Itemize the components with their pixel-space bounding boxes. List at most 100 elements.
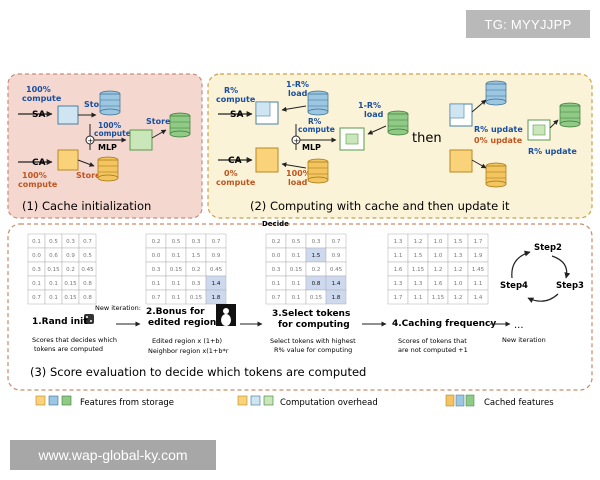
step2-desc2: Neighbor region x(1+b*r — [148, 347, 229, 355]
grid-cell-value: 0.2 — [192, 267, 201, 273]
grid-cell-value: 1.2 — [434, 267, 443, 273]
svg-text:compute: compute — [94, 129, 131, 138]
grid-cell-value: 0.3 — [312, 239, 321, 245]
grid-cell-value: 0.9 — [332, 253, 341, 259]
grid-cell-value: 1.5 — [454, 239, 463, 245]
p1-compute-top: 100% — [26, 85, 51, 94]
grid-cell-value: 0.5 — [292, 239, 301, 245]
p2-ca-block — [255, 147, 279, 173]
p2-zero-compute: 0% — [224, 169, 238, 178]
grid-cell-value: 0.3 — [272, 267, 281, 273]
grid-cell-value: 1.2 — [414, 239, 423, 245]
p2-mlp-label: MLP — [302, 143, 321, 152]
p2-load-1r-right: 1-R% — [358, 101, 381, 110]
p2-sa-label: SA — [230, 110, 243, 120]
grid-cell-value: 1.0 — [454, 281, 463, 287]
grid-cell-value: 1.7 — [474, 239, 483, 245]
grid-cell-value: 1.4 — [332, 281, 341, 287]
grid-cell-value: 0.9 — [212, 253, 221, 259]
grid-cell-value: 1.2 — [454, 267, 463, 273]
grid-cell-value: 1.6 — [394, 267, 403, 273]
grid-cell-value: 0.15 — [47, 267, 60, 273]
p2-r-compute: R% — [224, 86, 238, 95]
edit-image-icon — [216, 304, 236, 326]
p1-compute-bottom: 100% — [22, 171, 47, 180]
step1-title: 1.Rand init — [32, 317, 88, 327]
grid-cell-value: 0.1 — [172, 295, 181, 301]
p2-cache-green-icon — [387, 110, 409, 136]
step1-desc-line2: tokens are computed — [34, 345, 103, 353]
svg-text:load: load — [364, 110, 384, 119]
grid-cell-value: 0.5 — [172, 239, 181, 245]
step-cycle-diagram: Step2 Step3 Step4 — [500, 243, 584, 304]
grid-cell-value: 1.15 — [432, 295, 445, 301]
grid-cell-value: 0.5 — [83, 253, 92, 259]
step4-desc-line2: are not computed +1 — [398, 346, 468, 354]
grid-cell-value: 0.3 — [32, 267, 41, 273]
grid-cell-value: 0.15 — [64, 295, 77, 301]
grid-cell-value: 0.45 — [81, 267, 94, 273]
p2-ca-block-update — [449, 149, 473, 173]
grid-cell-value: 1.2 — [454, 295, 463, 301]
grid-cell-value: 0.7 — [272, 295, 281, 301]
grid-cell-value: 0.6 — [49, 253, 58, 259]
grid-cell-value: 0.3 — [192, 239, 201, 245]
p1-store-bottom: Store — [76, 171, 101, 180]
p1-mlp-compute: 100% — [98, 121, 122, 130]
grid-cell-value: 0.0 — [272, 253, 281, 259]
p1-ca-block — [57, 149, 79, 171]
p1-ca-label: CA — [32, 158, 46, 168]
new-iteration: New iteration — [502, 336, 546, 344]
grid-cell-value: 1.1 — [474, 281, 483, 287]
p1-cache-yellow-icon — [97, 156, 119, 182]
grid-cell-value: 0.15 — [310, 295, 323, 301]
grid-cell-value: 1.8 — [212, 295, 221, 301]
step4-desc-line1: Scores of tokens that — [398, 337, 467, 345]
p2-load-r: R% — [308, 117, 322, 126]
cycle-step2: Step2 — [534, 243, 562, 253]
grid-cell-value: 0.1 — [292, 253, 301, 259]
step3-desc-line1: Select tokens with highest — [270, 337, 356, 345]
grid-cell-value: 1.0 — [434, 253, 443, 259]
step2-title-line1: 2.Bonus for — [146, 307, 205, 317]
grid-cell-value: 1.7 — [394, 295, 403, 301]
grid-cell-value: 0.1 — [32, 281, 41, 287]
p2-then: then — [412, 131, 442, 146]
grid-cell-value: 0.15 — [64, 281, 77, 287]
grid-cell-value: 1.0 — [434, 239, 443, 245]
grid-cell-value: 0.7 — [332, 239, 341, 245]
grid-cell-value: 0.15 — [190, 295, 203, 301]
grid-cell — [78, 289, 97, 305]
grid-cell-value: 1.5 — [192, 253, 201, 259]
svg-text:compute: compute — [18, 180, 58, 189]
grid-cell-value: 0.3 — [192, 281, 201, 287]
grid-cell-value: 0.15 — [170, 267, 183, 273]
dice-icon — [84, 314, 94, 324]
p1-store-right: Store — [146, 117, 171, 126]
p2-r-update-right: R% update — [528, 147, 577, 156]
grid-cell-value: 0.7 — [83, 239, 92, 245]
grid-cell — [325, 289, 347, 305]
step2-title-line2: edited region — [148, 318, 216, 328]
grid-cell-value: 0.2 — [312, 267, 321, 273]
grid-cell-value: 0.15 — [290, 267, 303, 273]
p2-cache-yellow-icon — [307, 158, 329, 184]
decide-label: Decide — [262, 220, 289, 228]
grid-cell-value: 0.2 — [272, 239, 281, 245]
grid-cell-value: 0.1 — [152, 281, 161, 287]
step3-desc-line2: R% value for computing — [274, 346, 352, 354]
grid-cell-value: 0.1 — [49, 295, 58, 301]
grid-cell-value: 0.2 — [66, 267, 75, 273]
legend-features-storage: Features from storage — [80, 398, 174, 408]
grid-cell-value: 1.4 — [474, 295, 483, 301]
grid-cell-value: 1.3 — [394, 239, 403, 245]
grid-cell-value: 0.8 — [312, 281, 321, 287]
grid-cell-value: 0.1 — [49, 281, 58, 287]
step3-title-line2: for computing — [278, 320, 350, 330]
grid-cell-value: 0.5 — [49, 239, 58, 245]
p1-caption: (1) Cache initialization — [22, 199, 151, 213]
